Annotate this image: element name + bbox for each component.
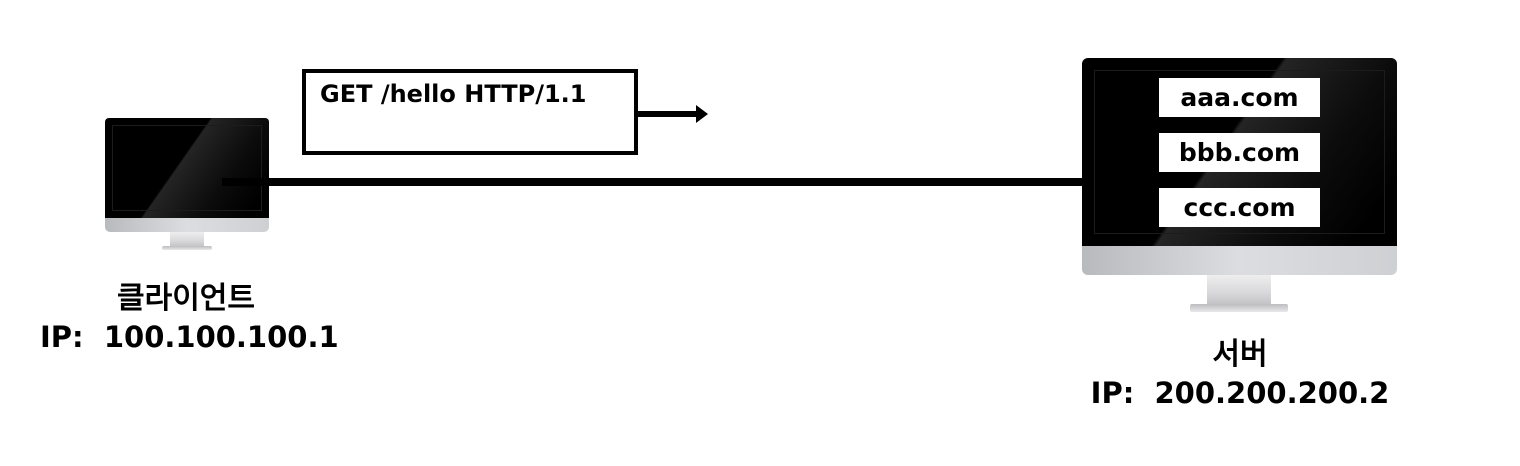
client-monitor-chin — [105, 218, 269, 232]
client-name: 클라이언트 — [117, 281, 255, 316]
server-monitor-stand — [1207, 275, 1271, 305]
host-bbb-com: bbb.com — [1159, 133, 1320, 172]
client-monitor-stand — [170, 232, 204, 247]
server-label: 서버 IP: 200.200.200.2 — [1090, 336, 1390, 412]
host-ccc-com: ccc.com — [1159, 188, 1320, 227]
server-name: 서버 — [1212, 337, 1268, 372]
client-monitor-screen — [105, 118, 269, 218]
request-arrow-icon — [696, 105, 708, 123]
client-monitor-base — [162, 246, 212, 250]
http-request-text: GET /hello HTTP/1.1 — [320, 80, 587, 108]
http-request-box — [302, 69, 638, 155]
client-label: 클라이언트 IP: 100.100.100.1 — [40, 280, 339, 356]
network-cable — [222, 178, 1088, 186]
server-monitor-base — [1190, 304, 1288, 312]
server-ip: IP: 200.200.200.2 — [1090, 376, 1390, 410]
host-aaa-com: aaa.com — [1159, 78, 1320, 117]
server-monitor-chin — [1082, 246, 1397, 275]
request-arrow-line — [636, 111, 698, 117]
client-ip: IP: 100.100.100.1 — [40, 320, 339, 354]
